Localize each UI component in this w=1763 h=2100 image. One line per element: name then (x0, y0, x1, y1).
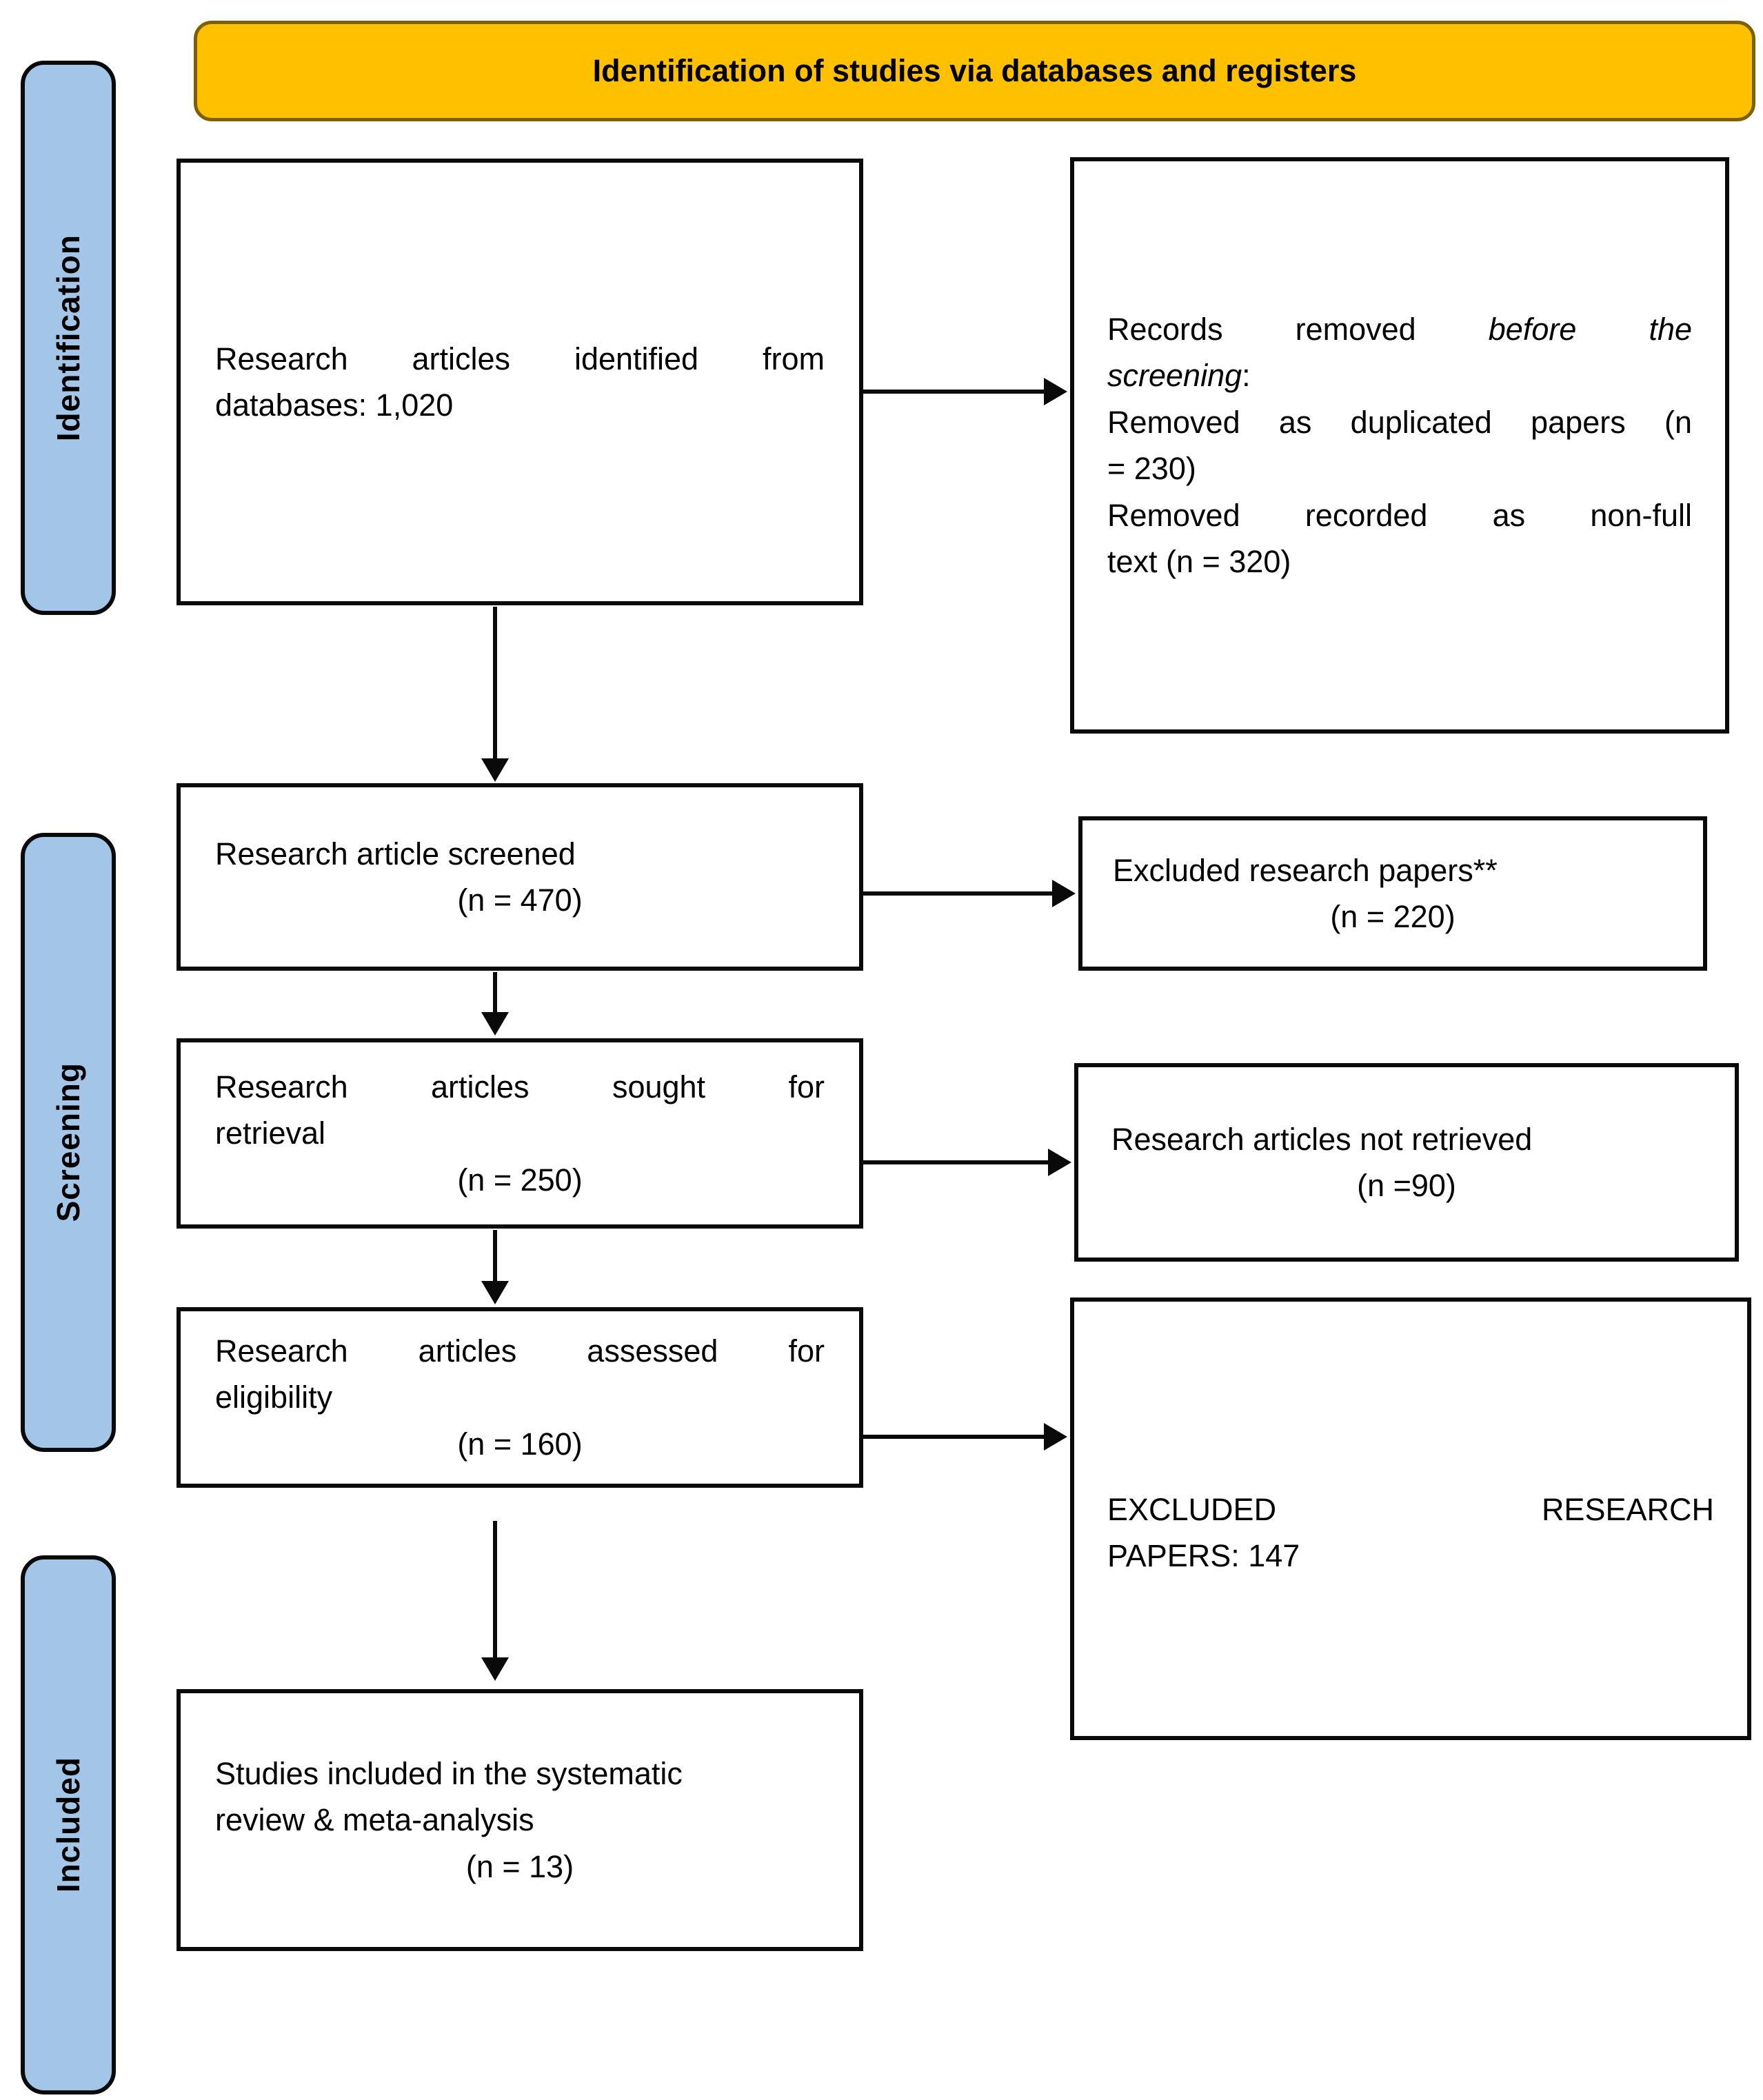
box-included-studies: Studies included in the systematic revie… (177, 1689, 863, 1951)
box-screened-line-2: (n = 470) (457, 882, 583, 918)
box-records-removed-line-6: text (n = 320) (1107, 544, 1291, 579)
arrow-line (863, 1435, 1044, 1439)
box-excluded-eligibility: EXCLUDED RESEARCH PAPERS: 147 (1070, 1298, 1751, 1740)
box-assessed-eligibility: Research articles assessed for eligibili… (177, 1307, 863, 1488)
box-screened: Research article screened (n = 470) (177, 783, 863, 971)
arrow-head (1044, 1423, 1067, 1451)
box-excluded-screening: Excluded research papers** (n = 220) (1078, 816, 1707, 971)
box-excluded-eligibility-line-2: PAPERS: 147 (1107, 1538, 1300, 1573)
box-sought-line-1: Research articles sought for (215, 1069, 825, 1104)
stage-screening: Screening (21, 833, 116, 1452)
arrow-head (481, 1012, 509, 1036)
stage-included-label: Included (50, 1757, 86, 1893)
box-records-removed-line-5: Removed recorded as non-full (1107, 497, 1692, 533)
box-excluded-screening-line-2: (n = 220) (1330, 899, 1455, 934)
box-records-removed-line-3: Removed as duplicated papers (n (1107, 404, 1692, 440)
box-included-line-1: Studies included in the systematic (215, 1755, 683, 1791)
box-assessed-line-3: (n = 160) (457, 1426, 583, 1462)
box-records-removed-line-2: screening: (1107, 352, 1692, 399)
box-not-retrieved-line-1: Research articles not retrieved (1111, 1121, 1533, 1157)
stage-included: Included (21, 1555, 116, 2094)
arrow-line (493, 1230, 497, 1281)
arrow-head (1048, 1149, 1071, 1176)
arrow-head (1044, 378, 1067, 405)
records-removed-italic: before the (1488, 311, 1692, 347)
arrow-head (481, 1281, 509, 1304)
box-included-line-2: review & meta-analysis (215, 1802, 534, 1838)
box-assessed-line-2: eligibility (215, 1380, 333, 1415)
box-not-retrieved: Research articles not retrieved (n =90) (1074, 1063, 1739, 1262)
box-assessed-line-1: Research articles assessed for (215, 1333, 825, 1369)
box-records-removed-line-4: = 230) (1107, 451, 1196, 486)
box-screened-line-1: Research article screened (215, 836, 576, 871)
box-excluded-eligibility-line-1: EXCLUDED RESEARCH (1107, 1491, 1714, 1527)
box-identified: Research articles identified from databa… (177, 159, 863, 605)
arrow-head (1052, 880, 1076, 907)
stage-identification-label: Identification (50, 234, 86, 442)
records-removed-italic-2: screening (1107, 358, 1242, 393)
box-identified-line-2: databases: 1,020 (215, 387, 454, 423)
box-included-line-3: (n = 13) (465, 1848, 574, 1884)
arrow-line (863, 390, 1044, 394)
arrow-line (493, 1521, 497, 1657)
banner: Identification of studies via databases … (194, 21, 1755, 121)
box-records-removed: Records removed before the screening: Re… (1070, 157, 1729, 734)
box-records-removed-line-1: Records removed before the (1107, 306, 1692, 353)
arrow-head (481, 1657, 509, 1681)
box-sought-line-2: retrieval (215, 1115, 326, 1151)
stage-identification: Identification (21, 61, 116, 615)
records-removed-colon: : (1242, 358, 1251, 393)
arrow-line (493, 972, 497, 1012)
box-identified-line-1: Research articles identified from (215, 341, 825, 376)
box-sought-line-3: (n = 250) (457, 1162, 583, 1198)
box-sought-retrieval: Research articles sought for retrieval (… (177, 1038, 863, 1229)
arrow-line (863, 1160, 1048, 1164)
arrow-head (481, 758, 509, 782)
arrow-line (493, 607, 497, 758)
box-not-retrieved-line-2: (n =90) (1357, 1168, 1456, 1203)
stage-screening-label: Screening (50, 1062, 86, 1222)
box-excluded-screening-line-1: Excluded research papers** (1113, 852, 1498, 888)
banner-title: Identification of studies via databases … (592, 53, 1357, 88)
arrow-line (863, 891, 1052, 896)
records-removed-text: Records removed (1107, 311, 1489, 347)
